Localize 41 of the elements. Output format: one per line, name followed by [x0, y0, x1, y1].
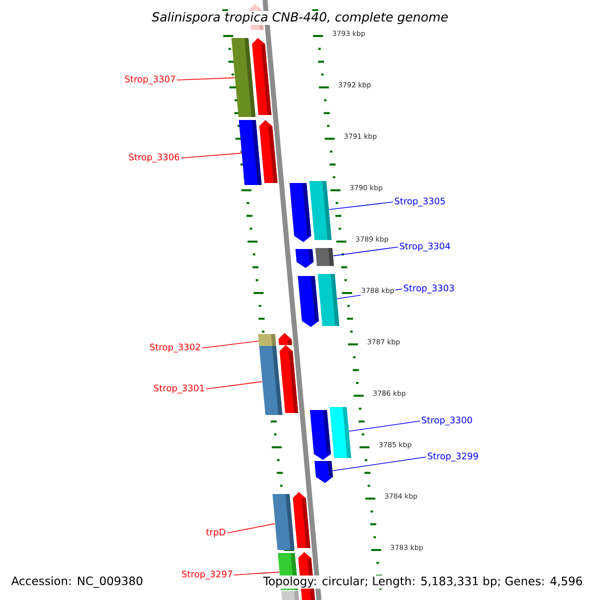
gene-block	[278, 333, 292, 345]
gene-block	[252, 38, 272, 115]
gene-label: Strop_3302	[150, 344, 200, 352]
gene-block	[290, 183, 312, 242]
accession-label: Accession: NC_009380	[10, 575, 144, 589]
gene-bar	[281, 591, 299, 600]
gene-bar	[330, 407, 352, 458]
gene-label: Strop_3304	[400, 242, 450, 252]
gene-bar	[309, 181, 332, 240]
gene-label: Strop_3303	[404, 284, 454, 294]
gene-label: Strop_3306	[129, 154, 180, 162]
gene-label: Strop_3307	[125, 76, 176, 84]
leader-line	[202, 340, 259, 348]
leader-line	[332, 456, 426, 472]
gene-bar	[259, 346, 282, 415]
leader-line	[348, 420, 420, 432]
gene-label: Strop_3305	[394, 198, 445, 206]
gene-block	[292, 492, 310, 548]
leader-line	[176, 77, 236, 80]
gene-bar	[272, 494, 294, 550]
gene-bar	[258, 334, 276, 346]
leader-line	[226, 523, 276, 534]
gene-bar	[238, 120, 262, 185]
gene-bar	[315, 248, 334, 266]
genome-info-label: Topology: circular; Length: 5,183,331 bp; Genes: 4,596	[262, 575, 584, 589]
leader-line	[206, 381, 262, 390]
gene-block	[314, 461, 333, 483]
gene-bar	[318, 274, 340, 326]
gene-label: trpD	[206, 528, 226, 538]
gene-block	[298, 276, 319, 327]
leader-line	[180, 152, 242, 158]
gene-label: Strop_3297	[182, 570, 232, 580]
gene-bar	[231, 38, 256, 117]
leader-line	[328, 202, 394, 210]
leader-line	[234, 572, 280, 576]
gene-label: Strop_3299	[428, 452, 478, 462]
gene-label: Strop_3300	[422, 416, 472, 426]
gene-block	[259, 120, 278, 183]
gene-block	[295, 249, 314, 268]
leader-line	[332, 246, 398, 256]
gene-label: Strop_3301	[154, 384, 204, 394]
